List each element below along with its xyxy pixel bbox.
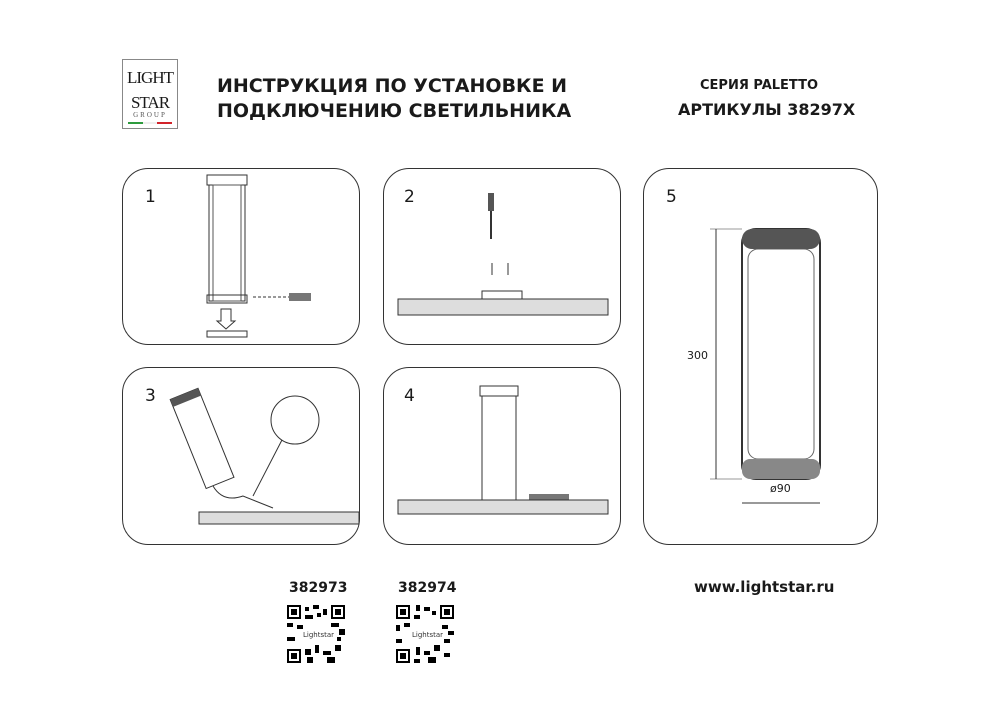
logo-line2: STAR — [130, 93, 170, 112]
step-number: 2 — [404, 187, 415, 207]
step-5-panel: 5 300 ø90 — [643, 168, 878, 545]
height-dimension: 300 — [687, 349, 708, 362]
step-number: 3 — [145, 386, 156, 406]
step-3-panel: 3 — [122, 367, 360, 545]
step-4-illustration — [397, 385, 609, 515]
lightstar-logo: LIGHT STAR GROUP — [122, 59, 178, 129]
website-link[interactable]: www.lightstar.ru — [694, 578, 835, 596]
step-number: 4 — [404, 386, 415, 406]
product-code: 382973 — [289, 580, 348, 596]
step-2-illustration — [397, 193, 609, 316]
qr-code[interactable]: Lightstar — [396, 605, 454, 663]
lamp-dimension-drawing — [710, 228, 821, 504]
step-number: 5 — [666, 187, 677, 207]
article-label: АРТИКУЛЫ 38297X — [678, 100, 856, 119]
qr-label: Lightstar — [303, 631, 334, 639]
page-title: ИНСТРУКЦИЯ ПО УСТАНОВКЕ И ПОДКЛЮЧЕНИЮ СВ… — [217, 74, 571, 124]
title-line2: ПОДКЛЮЧЕНИЮ СВЕТИЛЬНИКА — [217, 100, 572, 122]
series-label: СЕРИЯ PALETTO — [700, 78, 819, 93]
step-2-panel: 2 — [383, 168, 621, 345]
diameter-dimension: ø90 — [770, 482, 791, 495]
step-4-panel: 4 — [383, 367, 621, 545]
qr-label: Lightstar — [412, 631, 443, 639]
step-3-illustration — [169, 387, 360, 525]
qr-code[interactable]: Lightstar — [287, 605, 345, 663]
step-1-panel: 1 — [122, 168, 360, 345]
italian-flag — [128, 122, 173, 124]
step-number: 1 — [145, 187, 156, 207]
product-code: 382974 — [398, 580, 457, 596]
logo-line3: GROUP — [133, 111, 167, 119]
logo-line1: LIGHT — [127, 68, 174, 87]
title-line1: ИНСТРУКЦИЯ ПО УСТАНОВКЕ И — [217, 75, 568, 97]
step-1-illustration — [206, 174, 311, 338]
